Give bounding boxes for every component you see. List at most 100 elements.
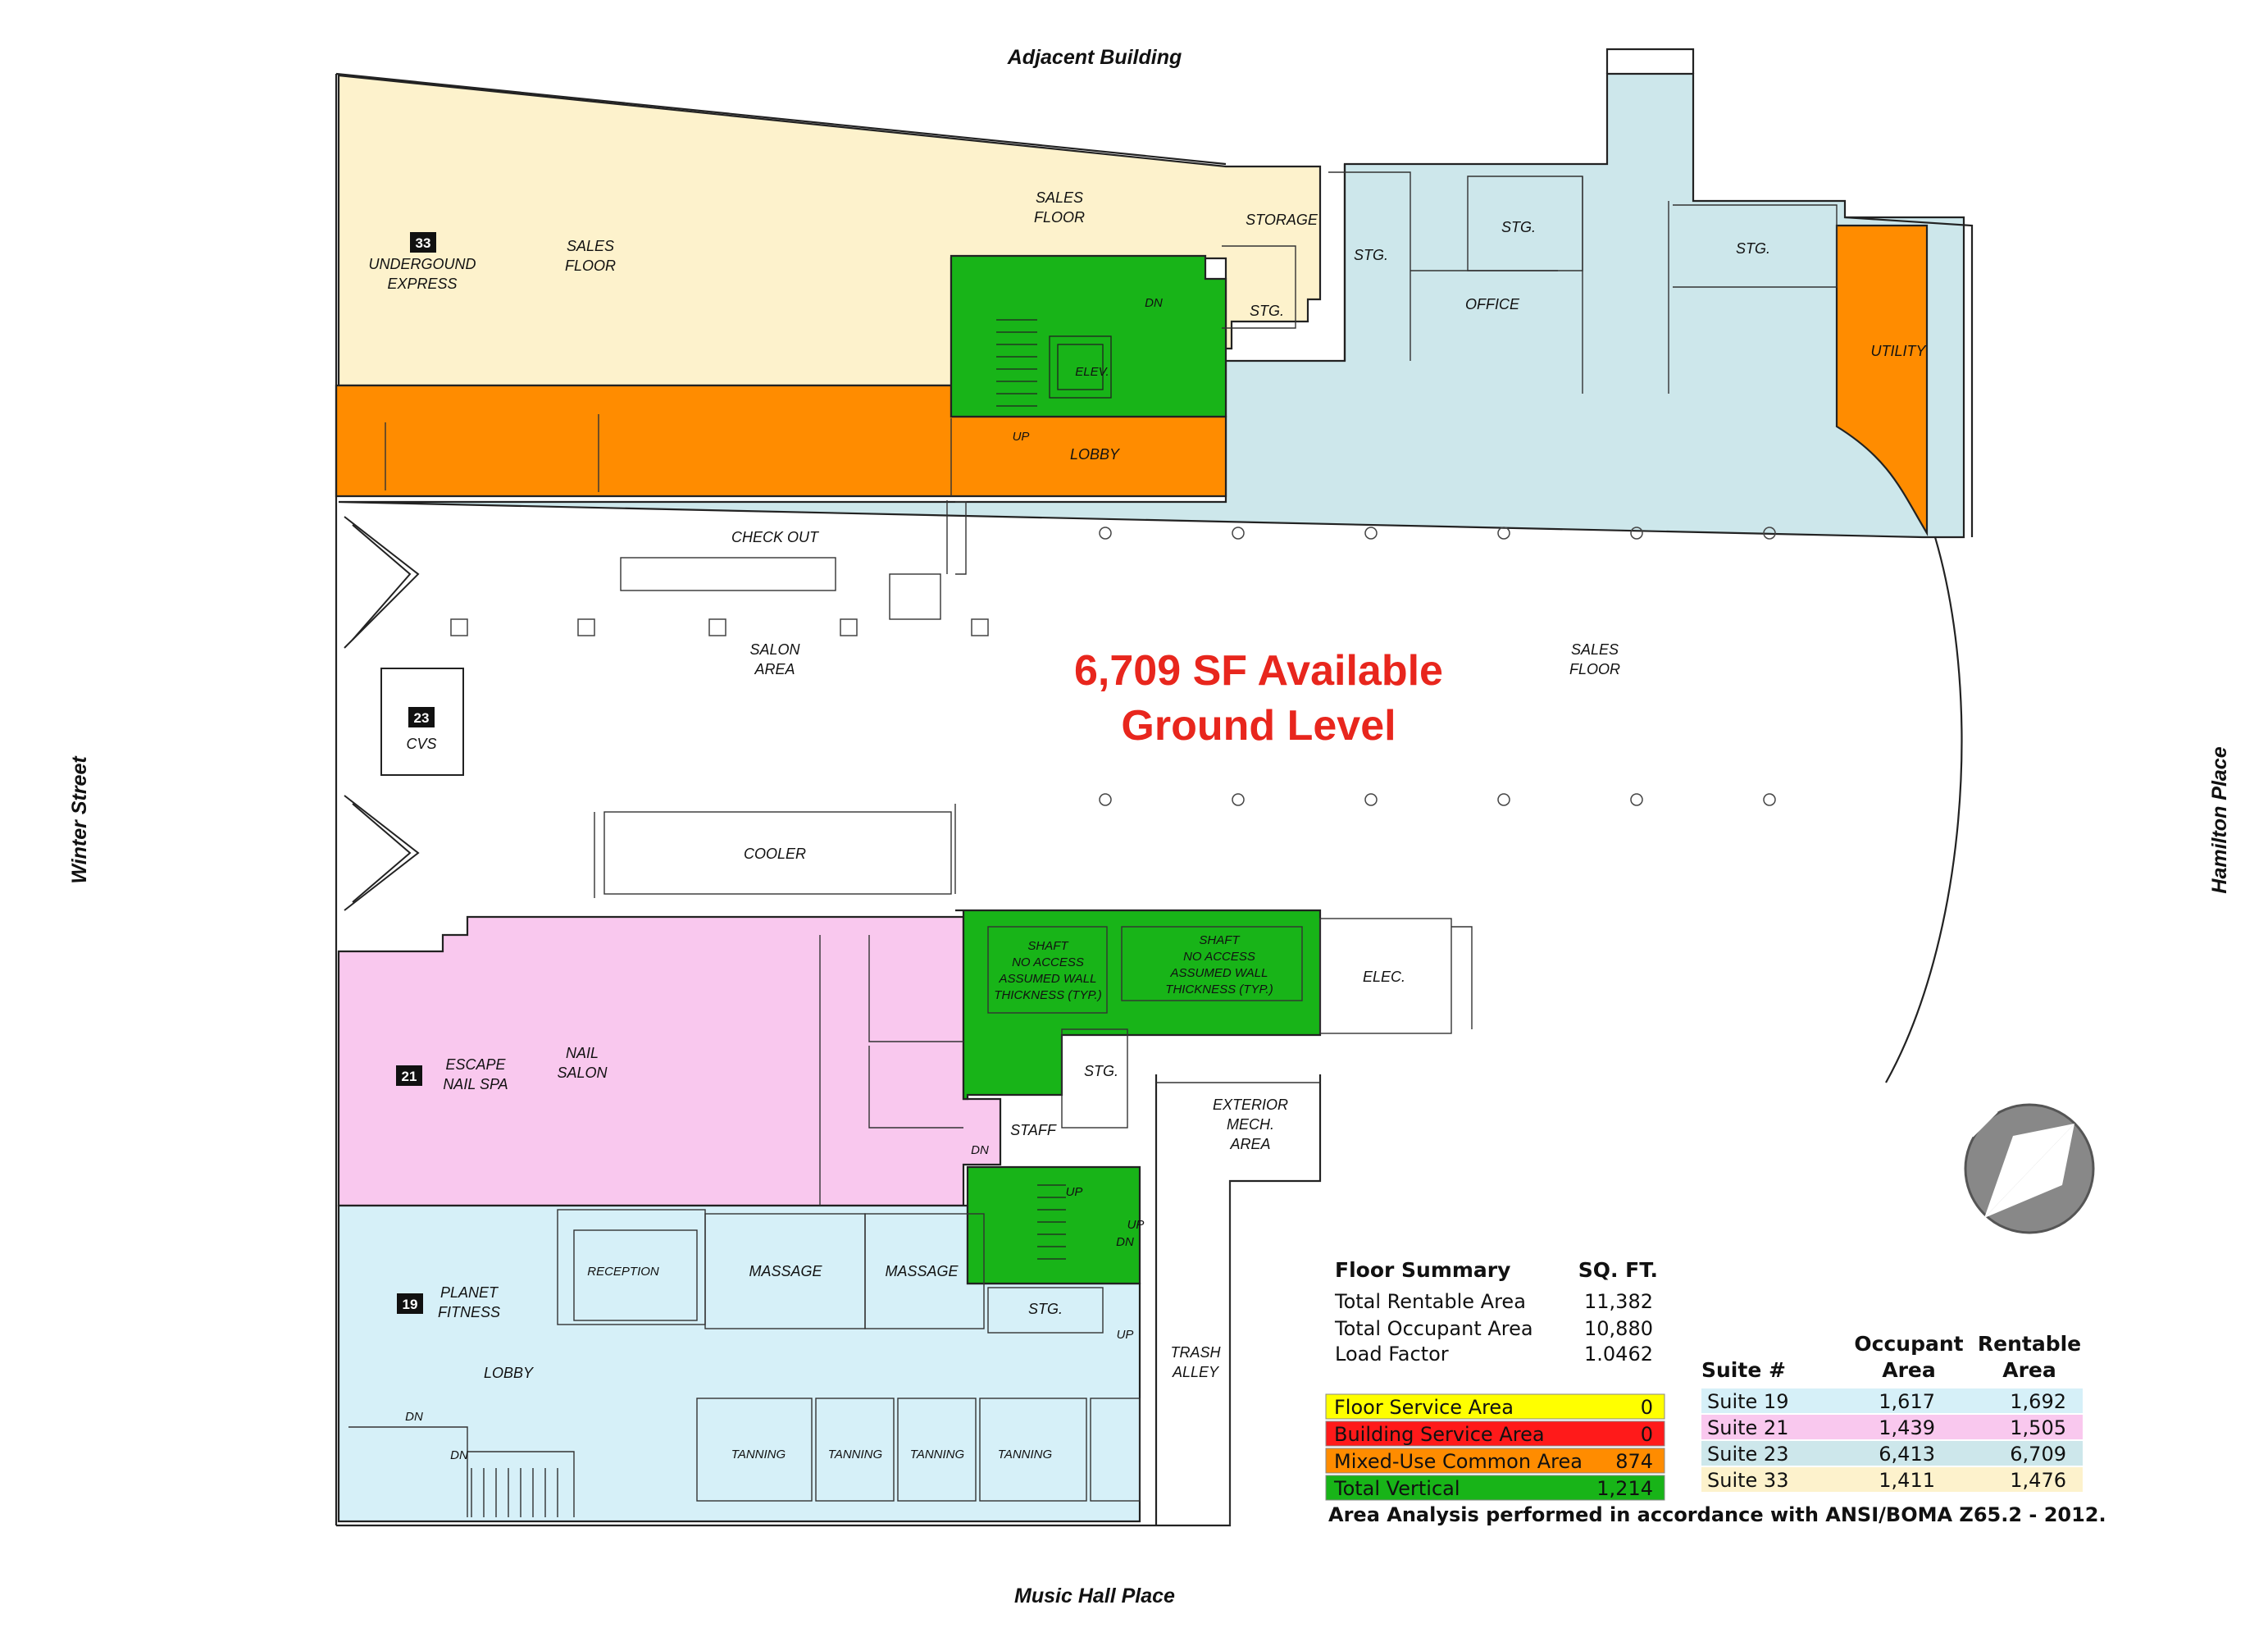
staff-label: STAFF — [1010, 1122, 1057, 1138]
suite-33-name-2: EXPRESS — [387, 276, 457, 292]
available-line-1: 6,709 SF Available — [1074, 647, 1443, 695]
suite-row-bg — [1701, 1467, 2083, 1492]
suite-21-number: 21 — [402, 1069, 417, 1084]
storage-label: STORAGE — [1246, 212, 1318, 228]
sales-floor-23-label-2: FLOOR — [1569, 661, 1620, 677]
common-utility-area[interactable] — [1835, 224, 1929, 536]
stg-label-6: STG. — [1028, 1301, 1063, 1317]
sales-floor-23-label: SALES — [1571, 641, 1619, 658]
ext-mech-l3: AREA — [1229, 1136, 1270, 1152]
suite-19-tag: 19 PLANET FITNESS — [397, 1284, 500, 1320]
tanning-label-3: TANNING — [910, 1448, 965, 1461]
street-west: Winter Street — [68, 755, 91, 884]
up-label-2: UP — [1066, 1185, 1083, 1199]
shaft-2-l3: ASSUMED WALL — [1170, 966, 1268, 980]
suite-row-rentable: 6,709 — [2010, 1443, 2066, 1466]
stg-label-4: STG. — [1736, 240, 1770, 257]
tanning-label-1: TANNING — [731, 1448, 786, 1461]
suite-row-name: Suite 33 — [1707, 1469, 1788, 1492]
nail-salon-label-2: SALON — [557, 1065, 608, 1081]
legend-swatch — [1325, 1448, 1665, 1474]
suite-row-occupant: 1,439 — [1879, 1416, 1935, 1439]
legend-value: 1,214 — [1596, 1477, 1653, 1500]
winter-street-entrances — [344, 516, 464, 911]
suite-19-number: 19 — [403, 1297, 418, 1312]
dn-label-2: DN — [971, 1143, 989, 1157]
suite-33-name-1: UNDERGOUND — [368, 256, 476, 272]
legend-label: Floor Service Area — [1334, 1396, 1514, 1419]
dn-label-4: DN — [405, 1410, 423, 1424]
up-label-4: UP — [1117, 1328, 1134, 1342]
suite-33-tag: 33 UNDERGOUND EXPRESS — [368, 232, 476, 292]
ext-mech-l1: EXTERIOR — [1213, 1097, 1288, 1113]
up-label-3: UP — [1127, 1218, 1145, 1232]
nail-salon-label: NAIL — [566, 1045, 599, 1061]
shaft-2-l2: NO ACCESS — [1183, 950, 1255, 964]
lobby-label-2: LOBBY — [484, 1365, 535, 1381]
suite-21-area[interactable] — [337, 915, 1002, 1207]
suite-row-bg — [1701, 1415, 2083, 1439]
tanning-label-2: TANNING — [828, 1448, 883, 1461]
dn-label-3: DN — [1116, 1235, 1134, 1249]
shaft-2-l4: THICKNESS (TYP.) — [1165, 983, 1273, 996]
legend-swatch — [1325, 1420, 1665, 1447]
available-line-2: Ground Level — [1121, 702, 1396, 750]
shaft-2-l1: SHAFT — [1199, 933, 1241, 947]
up-label-1: UP — [1013, 430, 1030, 444]
summary-row-label: Total Occupant Area — [1334, 1317, 1533, 1340]
suite-row-occupant: 1,617 — [1879, 1390, 1935, 1413]
summary-row-label: Total Rentable Area — [1334, 1290, 1526, 1313]
legend-value: 874 — [1615, 1450, 1653, 1473]
massage-label-2: MASSAGE — [885, 1263, 959, 1279]
rentable-col-header-1: Rentable — [1978, 1332, 2081, 1356]
suite-row-occupant: 6,413 — [1879, 1443, 1935, 1466]
legend-value: 0 — [1641, 1396, 1653, 1419]
dn-label-1: DN — [1145, 296, 1163, 310]
floor-summary: Floor Summary SQ. FT. Total Rentable Are… — [1334, 1258, 1658, 1366]
area-legend: Floor Service Area 0 Building Service Ar… — [1325, 1393, 1665, 1501]
street-south: Music Hall Place — [1014, 1585, 1175, 1607]
suite-row-name: Suite 21 — [1707, 1416, 1788, 1439]
vertical-shaft-area[interactable] — [955, 909, 1322, 1101]
sales-floor-33b-label-2: FLOOR — [1034, 209, 1085, 226]
suite-row-rentable: 1,505 — [2010, 1416, 2066, 1439]
north-arrow-icon — [1964, 1103, 2095, 1234]
shaft-1-l1: SHAFT — [1027, 939, 1069, 953]
legend-label: Building Service Area — [1334, 1423, 1545, 1446]
summary-title: Floor Summary — [1335, 1258, 1510, 1282]
suite-col-header: Suite # — [1701, 1358, 1786, 1382]
sales-floor-33-label-2: FLOOR — [565, 258, 616, 274]
suite-row-rentable: 1,692 — [2010, 1390, 2066, 1413]
shaft-1-l2: NO ACCESS — [1012, 955, 1084, 969]
suite-row-occupant: 1,411 — [1879, 1469, 1935, 1492]
stg-label-1: STG. — [1250, 303, 1284, 319]
suite-21-name-2: NAIL SPA — [443, 1076, 508, 1092]
walls — [335, 48, 1974, 1527]
salon-area-label-2: AREA — [754, 661, 795, 677]
suite-21-name-1: ESCAPE — [445, 1056, 506, 1073]
trash-alley-l1: TRASH — [1170, 1344, 1221, 1361]
summary-row-label: Load Factor — [1335, 1343, 1449, 1366]
street-east: Hamilton Place — [2208, 746, 2231, 893]
shaft-1-l3: ASSUMED WALL — [999, 972, 1097, 986]
room-labels: SALES FLOOR SALES FLOOR STORAGE STG. STG… — [405, 189, 1927, 1462]
cooler-label: COOLER — [744, 846, 806, 862]
suite-row-bg — [1701, 1388, 2083, 1413]
stair-lines — [471, 319, 1112, 1517]
suite-33-number: 33 — [416, 235, 431, 251]
rentable-col-header-2: Area — [2002, 1358, 2056, 1382]
suite-23-name: CVS — [406, 736, 436, 752]
suite-19-name-2: FITNESS — [438, 1304, 500, 1320]
tanning-label-4: TANNING — [998, 1448, 1053, 1461]
trash-alley-l2: ALLEY — [1172, 1364, 1220, 1380]
suite-23-tag: 23 CVS — [406, 707, 437, 752]
suite-row-name: Suite 23 — [1707, 1443, 1788, 1466]
vertical-core-bottom[interactable] — [966, 1165, 1141, 1285]
occupant-col-header-1: Occupant — [1854, 1332, 1963, 1356]
occupant-col-header-2: Area — [1882, 1358, 1936, 1382]
sales-floor-33b-label: SALES — [1036, 189, 1083, 206]
massage-label-1: MASSAGE — [749, 1263, 822, 1279]
dn-label-5: DN — [450, 1448, 468, 1462]
summary-row-value: 11,382 — [1584, 1290, 1653, 1313]
